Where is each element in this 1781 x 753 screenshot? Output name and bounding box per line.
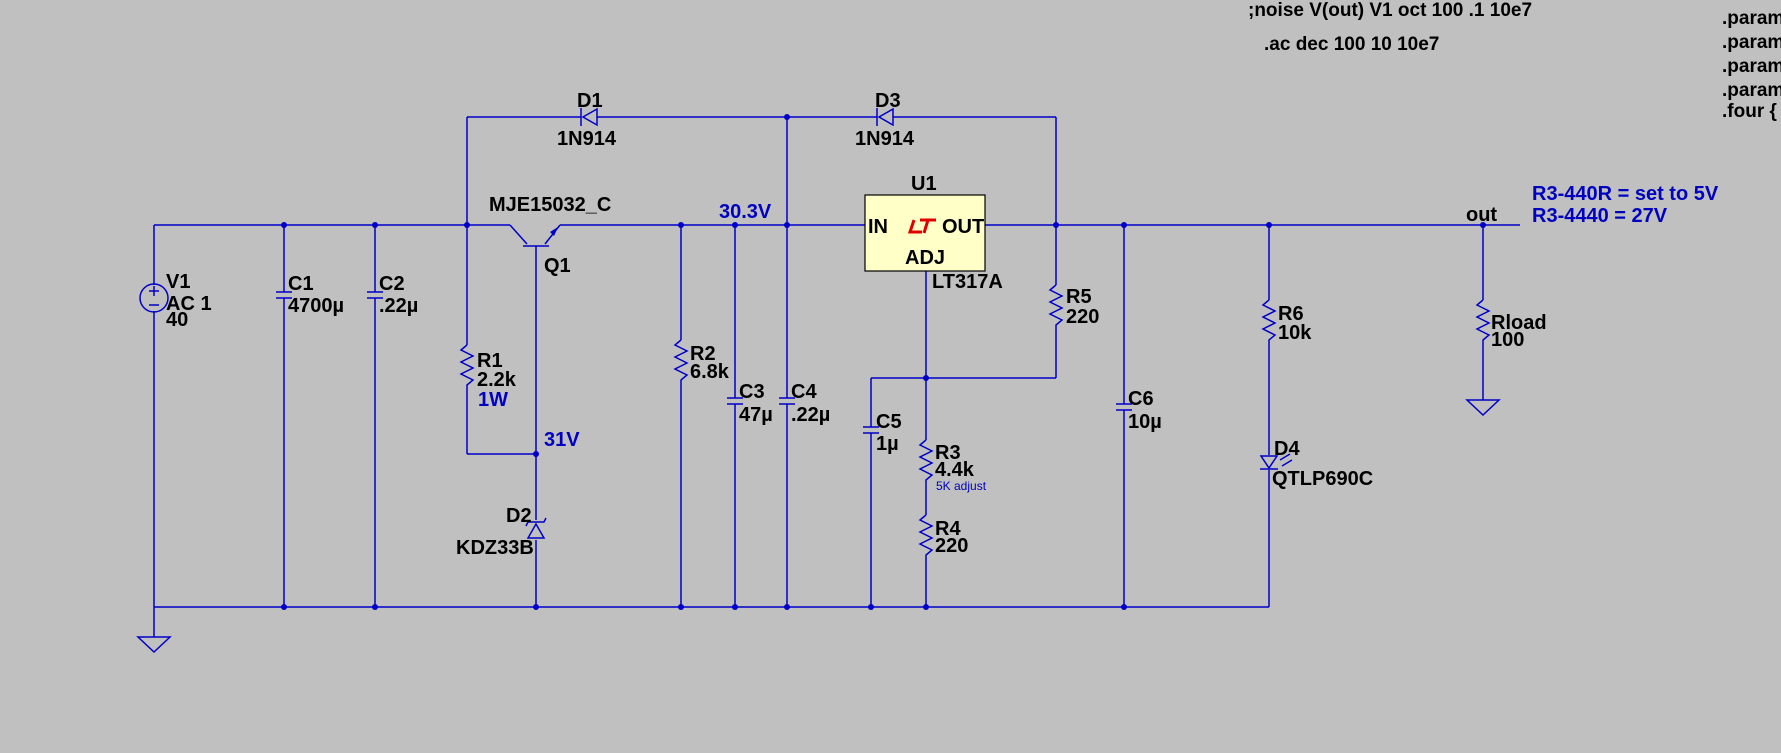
d4-model: QTLP690C [1272,468,1373,490]
capacitor-c1[interactable]: C1 4700µ [276,273,344,317]
d4-name: D4 [1274,438,1300,460]
capacitor-c5[interactable]: C5 1µ [863,411,902,455]
resistor-r6[interactable]: R6 10k [1261,299,1312,345]
note-r3-27v[interactable]: R3-4440 = 27V [1532,205,1668,227]
ground-symbol-main[interactable] [136,636,172,654]
d1-model: 1N914 [557,128,617,150]
param-directive-4[interactable]: .param [1722,80,1781,101]
r2-value: 6.8k [690,361,730,383]
capacitor-c2[interactable]: C2 .22µ [367,273,418,317]
c6-value: 10µ [1128,411,1162,433]
four-directive[interactable]: .four { [1722,101,1777,122]
c4-name: C4 [791,381,817,403]
voltage-source-v1[interactable]: V1 AC 1 40 [139,271,212,331]
note-r3-5v[interactable]: R3-440R = set to 5V [1532,183,1719,205]
r1-name: R1 [477,350,503,372]
resistor-r1[interactable]: R1 2.2k 1W [459,344,517,411]
r5-name: R5 [1066,286,1092,308]
q1-model: MJE15032_C [489,194,611,216]
net-label-out[interactable]: out [1466,204,1497,226]
c1-value: 4700µ [288,295,344,317]
net-label-zener[interactable]: 31V [544,429,580,451]
param-directive-2[interactable]: .param [1722,32,1781,53]
d2-model: KDZ33B [456,537,534,559]
r5-value: 220 [1066,306,1099,328]
v1-name: V1 [166,271,190,293]
resistor-rload[interactable]: Rload 100 [1475,299,1547,351]
v1-value-dc: 40 [166,309,188,331]
rload-value: 100 [1491,329,1524,351]
r4-value: 220 [935,535,968,557]
resistor-r2[interactable]: R2 6.8k [673,339,730,385]
u1-model: LT317A [932,271,1003,293]
d1-name: D1 [577,90,603,112]
capacitor-c6[interactable]: C6 10µ [1116,388,1162,433]
c2-name: C2 [379,273,405,295]
d2-name: D2 [506,505,532,527]
r4-name: R4 [935,518,961,540]
c4-value: .22µ [791,404,830,426]
noise-directive[interactable]: ;noise V(out) V1 oct 100 .1 10e7 [1248,0,1532,21]
c3-name: C3 [739,381,765,403]
capacitor-c3[interactable]: C3 47µ [727,381,773,426]
r1-value: 2.2k [477,369,517,391]
r3-value: 4.4k [935,459,975,481]
lt-logo-icon [907,218,936,234]
r6-value: 10k [1278,322,1312,344]
r2-name: R2 [690,343,716,365]
param-directive-3[interactable]: .param [1722,56,1781,77]
c2-value: .22µ [379,295,418,317]
c1-name: C1 [288,273,314,295]
q1-name: Q1 [544,255,571,277]
ac-directive[interactable]: .ac dec 100 10 10e7 [1264,34,1439,55]
diode-d1[interactable]: D1 1N914 [557,90,617,150]
u1-pin-out: OUT [942,216,984,238]
param-directive-1[interactable]: .param [1722,8,1781,29]
resistor-r3[interactable]: R3 4.4k 5K adjust [918,439,987,493]
c6-name: C6 [1128,388,1154,410]
d3-name: D3 [875,90,901,112]
r1-note: 1W [478,389,508,411]
resistor-r4[interactable]: R4 220 [918,514,968,560]
led-d4[interactable]: D4 QTLP690C [1259,438,1373,490]
c3-value: 47µ [739,404,773,426]
u1-pin-in: IN [868,216,888,238]
wires [153,116,1520,637]
capacitor-c4[interactable]: C4 .22µ [779,381,830,426]
net-label-vin[interactable]: 30.3V [719,201,772,223]
r3-name: R3 [935,442,961,464]
d3-model: 1N914 [855,128,915,150]
transistor-q1[interactable]: MJE15032_C Q1 [489,194,611,277]
r6-name: R6 [1278,303,1304,325]
resistor-r5[interactable]: R5 220 [1048,284,1099,330]
v1-value-ac: AC 1 [166,293,212,315]
r3-note: 5K adjust [936,479,987,493]
c5-value: 1µ [876,433,899,455]
diode-d3[interactable]: D3 1N914 [855,90,915,150]
junctions [281,114,1486,610]
u1-pin-adj: ADJ [905,247,945,269]
zener-diode-d2[interactable]: D2 KDZ33B [456,505,547,559]
rload-name: Rload [1491,312,1547,334]
c5-name: C5 [876,411,902,433]
u1-name: U1 [911,173,937,195]
regulator-u1[interactable]: U1 IN OUT ADJ LT317A [864,173,1003,293]
ground-symbol-load[interactable] [1465,399,1501,417]
